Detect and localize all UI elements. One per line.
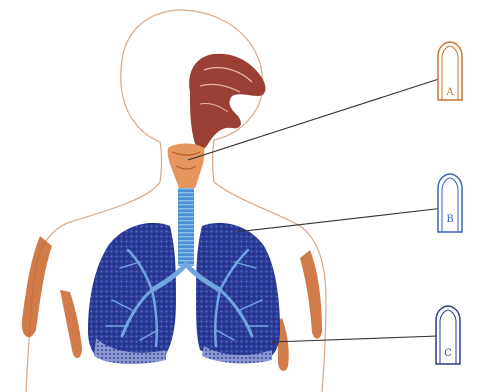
larynx (168, 144, 205, 191)
label-c-text: C (444, 348, 452, 359)
leader-line-b (236, 208, 444, 232)
label-b-text: B (446, 214, 453, 225)
label-tag-b: B (438, 174, 462, 232)
label-a-text: A (445, 87, 454, 98)
leader-line-c (272, 336, 438, 342)
label-tag-a: A (438, 42, 462, 100)
trachea (178, 188, 194, 266)
left-lung (88, 223, 176, 364)
right-lung (196, 223, 280, 364)
label-tag-c: C (436, 306, 460, 364)
